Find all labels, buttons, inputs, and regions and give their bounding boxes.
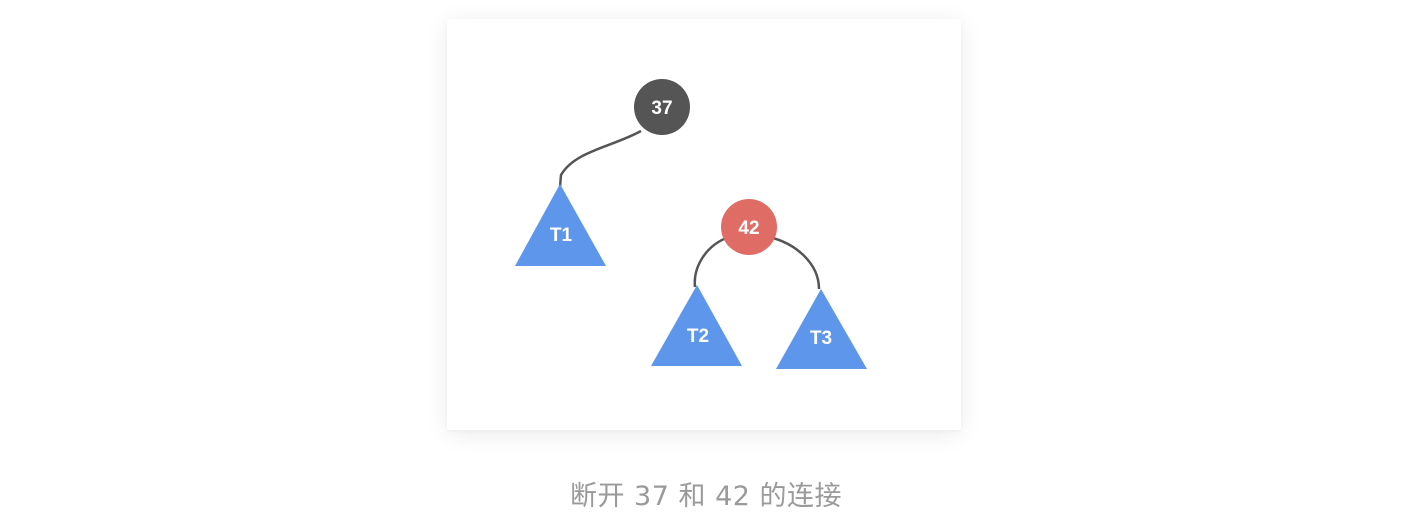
diagram-card: T1 T2 T3 37 42 [447, 19, 961, 430]
node-42-label: 42 [738, 218, 759, 239]
subtree-t2-label: T2 [687, 326, 709, 347]
subtree-t2-triangle [651, 285, 742, 366]
subtree-t1-label: T1 [550, 225, 573, 246]
edge-42-t2 [693, 235, 730, 288]
diagram-caption: 断开 37 和 42 的连接 [569, 481, 843, 512]
node-37-circle [634, 79, 690, 135]
subtree-t3-triangle [776, 289, 867, 369]
node-42-circle [721, 199, 777, 255]
edge-37-t1 [558, 129, 642, 188]
tree-diagram: T1 T2 T3 37 42 [515, 79, 867, 369]
edge-42-t3 [768, 235, 821, 290]
subtree-t1-triangle [515, 184, 606, 266]
node-37-label: 37 [651, 98, 672, 119]
subtree-t3-label: T3 [810, 328, 832, 349]
